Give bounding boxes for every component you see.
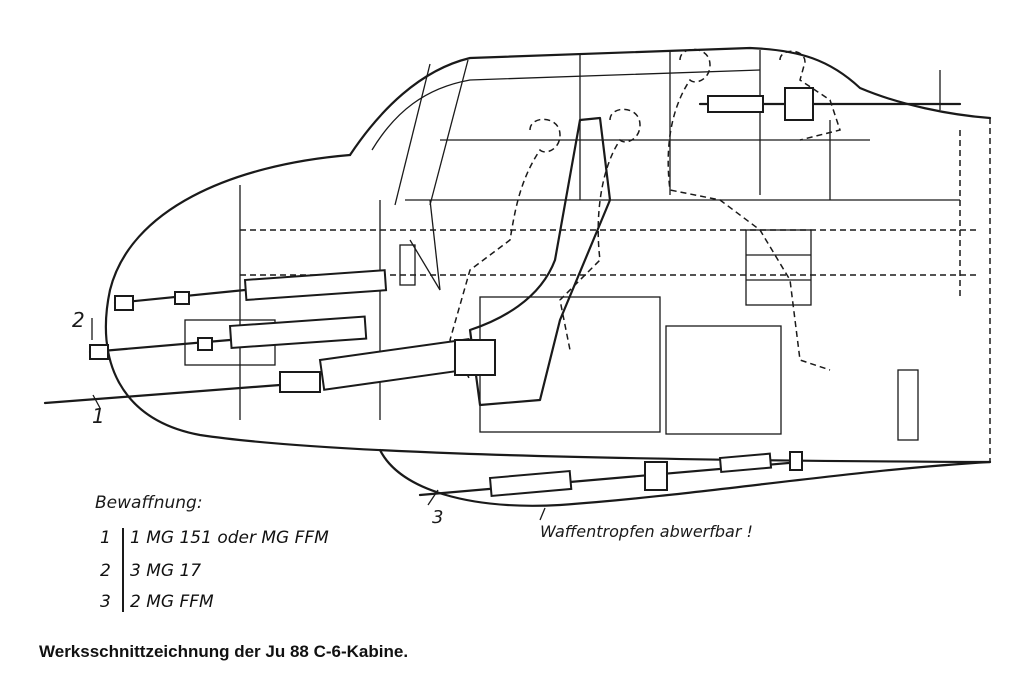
gun-1-cannon	[43, 337, 496, 405]
legend-item-number: 3	[100, 592, 111, 612]
gun-2-mg17-lower	[88, 315, 368, 360]
legend-item: 3 2 MG FFM	[100, 592, 214, 612]
canopy-frame	[348, 46, 992, 157]
legend-item: 2 3 MG 17	[100, 561, 201, 581]
gun-3-mg-ffm	[418, 451, 803, 498]
canopy-struts	[394, 50, 960, 206]
dorsal-gun	[698, 70, 962, 121]
gun-2-mg17-upper	[113, 269, 388, 311]
legend-item-number: 1	[100, 528, 111, 548]
callout-label-3: 3	[432, 507, 444, 528]
legend-item: 1 1 MG 151 oder MG FFM	[100, 528, 329, 548]
interior-panels	[184, 185, 919, 441]
callout-label-1: 1	[92, 404, 105, 428]
figure-caption: Werksschnittzeichnung der Ju 88 C-6-Kabi…	[39, 642, 409, 661]
pilot-seat	[468, 116, 612, 407]
pod-jettison-note: Waffentropfen abwerfbar !	[540, 522, 753, 541]
legend-item-number: 2	[100, 561, 111, 581]
canopy-inner-frame	[371, 69, 761, 151]
legend-divider	[122, 528, 124, 612]
control-column	[399, 199, 441, 291]
crew-silhouettes	[449, 48, 841, 381]
legend-item-text: 3 MG 17	[130, 561, 202, 581]
legend-item-text: 2 MG FFM	[130, 592, 214, 612]
leader-lines	[91, 318, 546, 521]
legend-item-text: 1 MG 151 oder MG FFM	[130, 528, 329, 548]
fuselage-outline	[104, 153, 992, 464]
ventral-gun-pod	[378, 448, 992, 507]
callout-label-2: 2	[72, 308, 85, 332]
legend-title: Bewaffnung:	[95, 493, 203, 513]
